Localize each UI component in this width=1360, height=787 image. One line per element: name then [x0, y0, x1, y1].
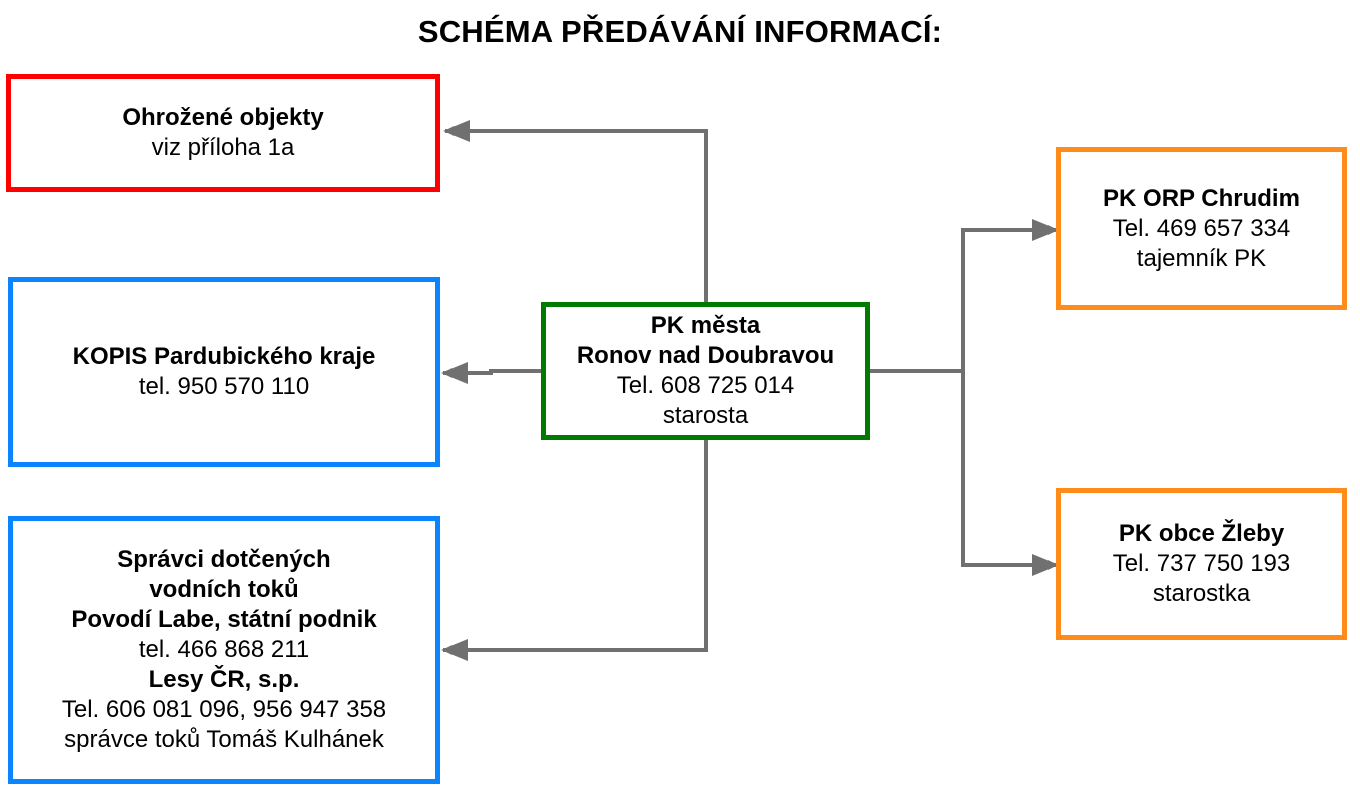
threatened-objects-box: Ohrožené objekty viz příloha 1a	[6, 74, 440, 192]
center-role: starosta	[662, 402, 749, 429]
kopis-heading: KOPIS Pardubického kraje	[72, 343, 376, 370]
center-pk-mesta-box: PK města Ronov nad Doubravou Tel. 608 72…	[541, 302, 870, 440]
arrowhead-kopis	[441, 362, 468, 384]
obec-zleby-role: starostka	[1152, 580, 1251, 607]
arrowhead-orp	[1032, 219, 1059, 241]
river-managers-heading-1: Správci dotčených	[117, 546, 331, 573]
orp-chrudim-role: tajemník PK	[1136, 244, 1267, 272]
lesy-cr-phone: Tel. 606 081 096, 956 947 358	[61, 696, 387, 723]
kopis-phone: tel. 950 570 110	[138, 373, 310, 400]
povodi-labe-name: Povodí Labe, státní podnik	[71, 606, 377, 633]
diagram-title: SCHÉMA PŘEDÁVÁNÍ INFORMACÍ:	[417, 14, 943, 49]
connector-to-threatened-objects	[444, 126, 708, 304]
river-managers-heading-2: vodních toků	[149, 576, 299, 603]
obec-zleby-heading: PK obce Žleby	[1118, 520, 1285, 547]
lesy-cr-name: Lesy ČR, s.p.	[148, 666, 300, 693]
povodi-labe-phone: tel. 466 868 211	[138, 636, 310, 663]
threatened-objects-note: viz příloha 1a	[151, 134, 295, 161]
lesy-cr-contact: správce toků Tomáš Kulhánek	[64, 726, 384, 753]
orp-chrudim-heading: PK ORP Chrudim	[1103, 184, 1300, 212]
center-heading-2: Ronov nad Doubravou	[576, 342, 835, 369]
connector-to-river-managers	[442, 438, 708, 655]
connector-to-orp-chrudim	[961, 225, 1058, 371]
arrowhead-threatened	[443, 120, 470, 142]
arrowhead-rivers	[441, 639, 468, 661]
orp-chrudim-box: PK ORP Chrudim Tel. 469 657 334 tajemník…	[1056, 147, 1347, 310]
connector-to-obec-zleby	[961, 371, 1058, 570]
obec-zleby-phone: Tel. 737 750 193	[1112, 550, 1291, 577]
threatened-objects-heading: Ohrožené objekty	[122, 104, 324, 131]
obec-zleby-box: PK obce Žleby Tel. 737 750 193 starostka	[1056, 488, 1347, 640]
river-managers-box: Správci dotčených vodních toků Povodí La…	[8, 516, 440, 784]
arrowhead-zleby	[1032, 554, 1059, 576]
orp-chrudim-phone: Tel. 469 657 334	[1112, 214, 1291, 242]
center-phone: Tel. 608 725 014	[616, 372, 795, 399]
kopis-box: KOPIS Pardubického kraje tel. 950 570 11…	[8, 277, 440, 467]
center-heading-1: PK města	[650, 312, 761, 339]
